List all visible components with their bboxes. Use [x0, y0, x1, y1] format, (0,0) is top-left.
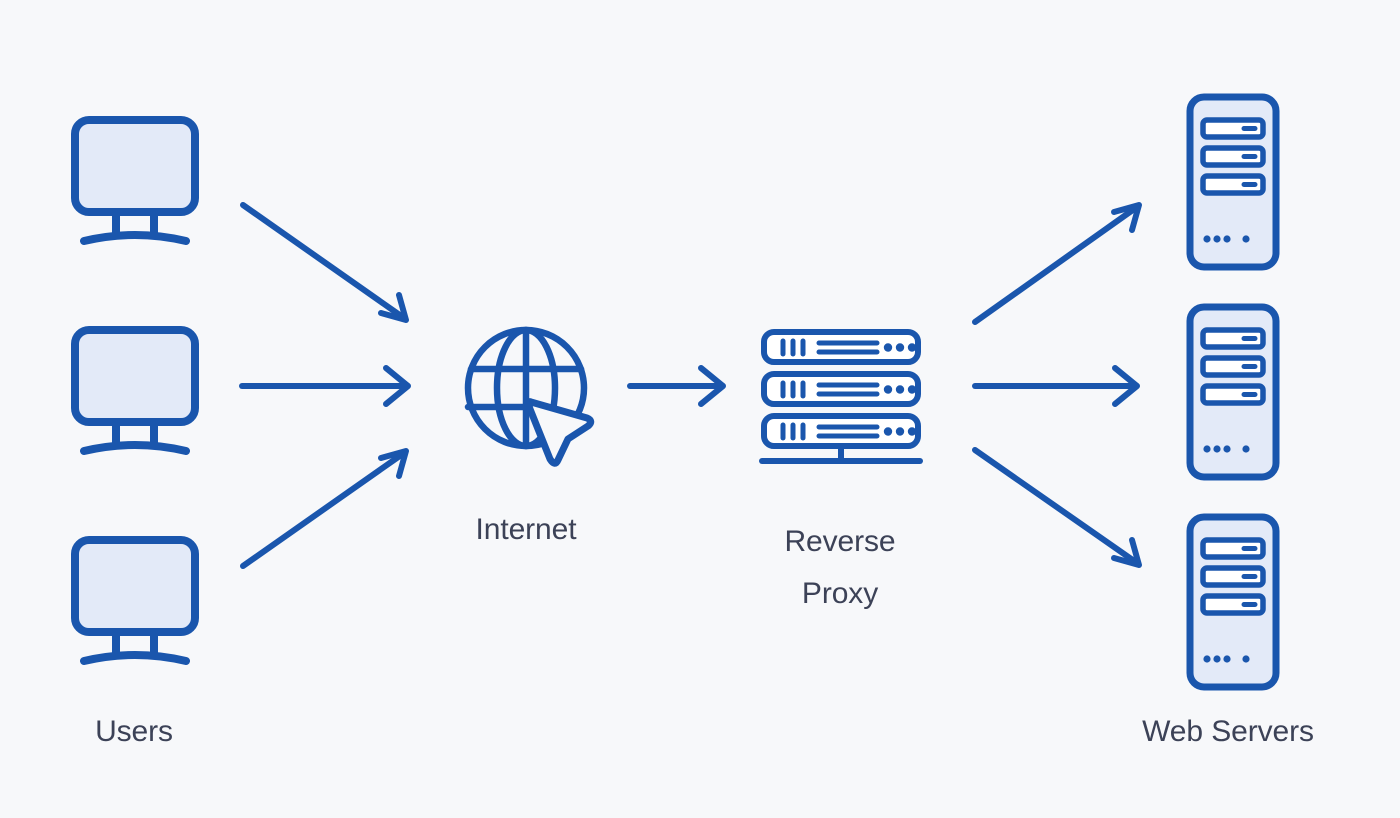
arrow-user1-to-internet — [240, 202, 409, 323]
globe-cursor-icon[interactable] — [464, 326, 595, 467]
server-tower-icon-3[interactable] — [1190, 517, 1276, 687]
monitor-icon-user-1[interactable] — [75, 120, 195, 241]
arrow-internet-to-proxy — [627, 365, 726, 407]
node-label-internet: Internet — [475, 513, 577, 546]
monitor-icon-user-2[interactable] — [75, 330, 195, 451]
proxy-label-line-2: Proxy — [801, 576, 879, 610]
arrow-user2-to-internet — [239, 365, 411, 407]
server-tower-icon-1[interactable] — [1190, 97, 1276, 267]
server-tower-icon-2[interactable] — [1190, 307, 1276, 477]
server-rack-icon[interactable] — [759, 332, 923, 464]
arrow-proxy-to-server1 — [972, 202, 1142, 325]
group-label-web-servers: Web Servers — [1142, 715, 1314, 748]
arrow-proxy-to-server3 — [972, 447, 1142, 568]
proxy-label-line-1: Reverse — [784, 525, 896, 558]
arrow-proxy-to-server2 — [972, 365, 1140, 407]
group-label-users: Users — [95, 715, 173, 748]
arrow-user3-to-internet — [240, 448, 409, 569]
monitor-icon-user-3[interactable] — [75, 540, 195, 661]
